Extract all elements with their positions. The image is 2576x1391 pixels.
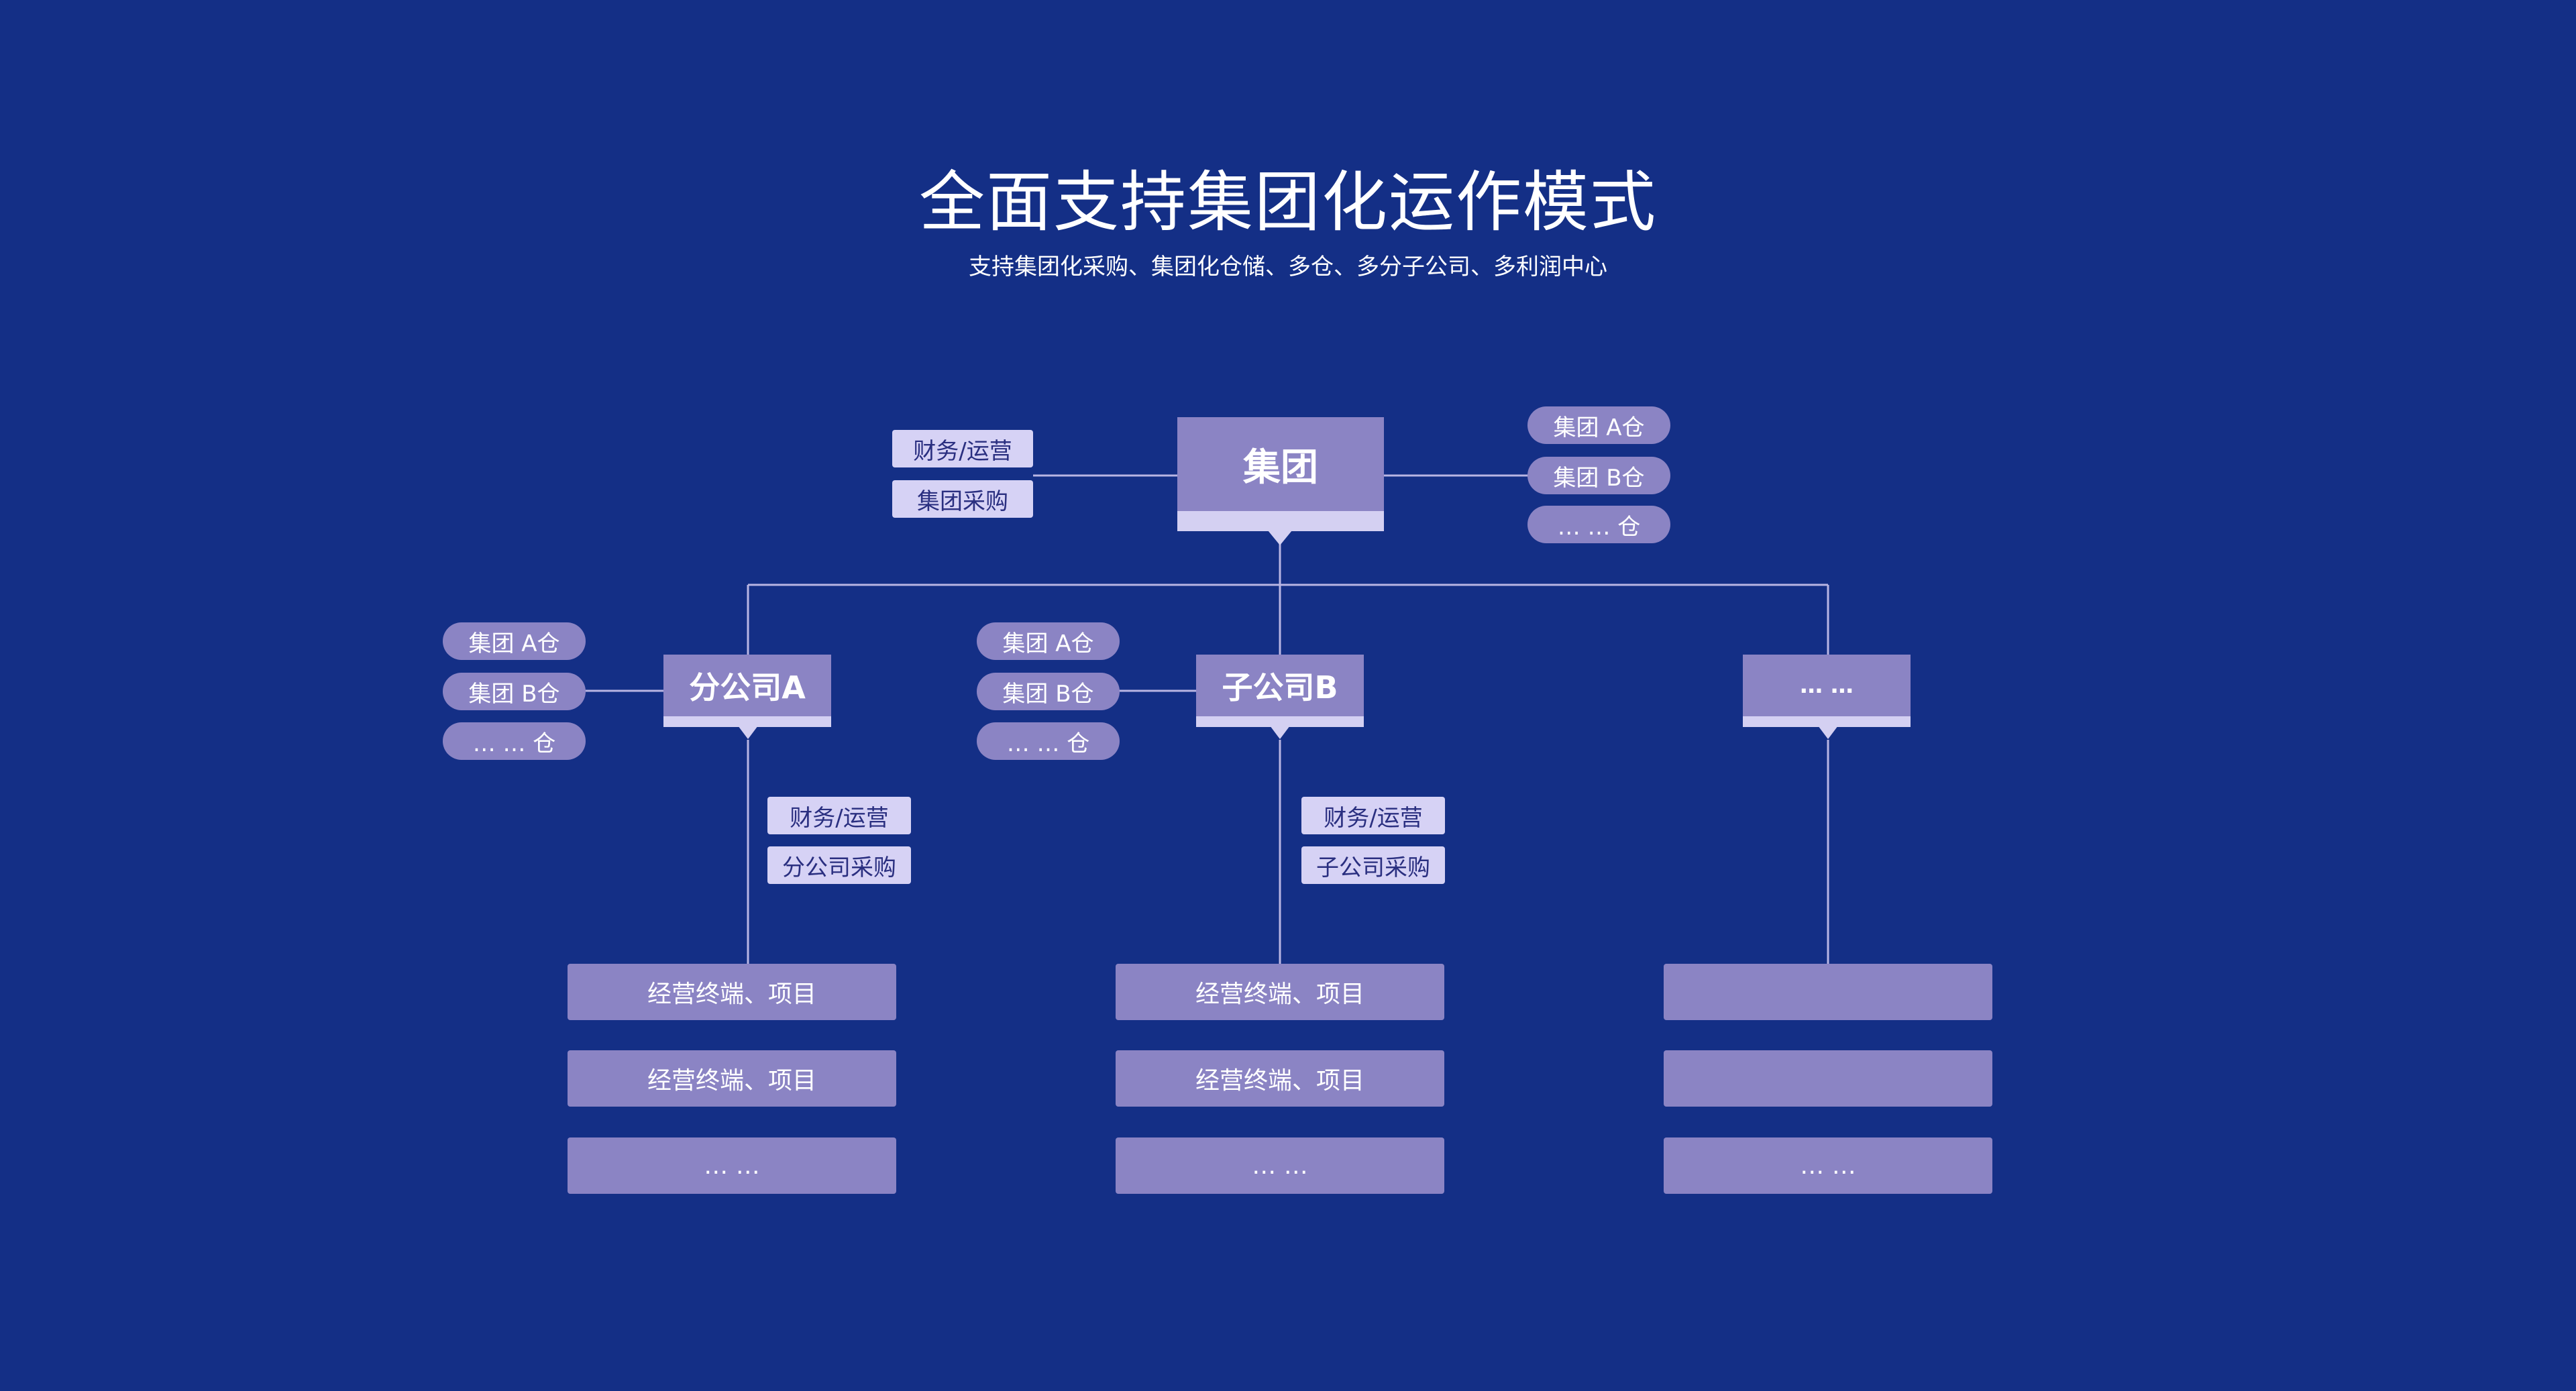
branch-a-terminal-more: … … [568,1137,896,1194]
page-title: 全面支持集团化运作模式 [918,164,1657,241]
more-terminal-1 [1664,964,1992,1020]
sub-b-node-strip [1196,716,1364,727]
more-terminal-more: … … [1664,1137,1992,1194]
branch-a-warehouse-a-pill: 集团 A仓 [443,622,586,660]
branch-a-node-strip [663,716,831,727]
branch-a-warehouse-more-pill: … … 仓 [443,722,586,760]
branch-a-purchase-tag: 分公司采购 [767,846,911,884]
sub-b-purchase-tag: 子公司采购 [1301,846,1445,884]
sub-b-warehouse-more-pill: … … 仓 [977,722,1120,760]
branch-a-pointer [738,726,758,739]
group-node: 集团 [1177,417,1384,511]
group-node-strip [1177,511,1384,531]
sub-b-pointer [1270,726,1290,739]
sub-b-terminal-more: … … [1116,1137,1444,1194]
branch-a-node: 分公司A [663,655,831,716]
sub-b-terminal-1: 经营终端、项目 [1116,964,1444,1020]
sub-b-node: 子公司B [1196,655,1364,716]
branch-a-terminal-1: 经营终端、项目 [568,964,896,1020]
sub-b-warehouse-b-pill: 集团 B仓 [977,673,1120,710]
group-pointer [1268,531,1292,545]
more-node: … … [1743,655,1911,716]
sub-b-finance-tag: 财务/运营 [1301,797,1445,834]
more-node-strip [1743,716,1911,727]
group-warehouse-b-pill: 集团 B仓 [1527,457,1670,494]
branch-a-terminal-2: 经营终端、项目 [568,1050,896,1107]
sub-b-terminal-2: 经营终端、项目 [1116,1050,1444,1107]
branch-a-warehouse-b-pill: 集团 B仓 [443,673,586,710]
group-warehouse-more-pill: … … 仓 [1527,506,1670,543]
more-terminal-2 [1664,1050,1992,1107]
page-subtitle: 支持集团化采购、集团化仓储、多仓、多分子公司、多利润中心 [969,254,1607,280]
more-pointer [1818,726,1838,739]
branch-a-finance-tag: 财务/运营 [767,797,911,834]
group-finance-tag: 财务/运营 [892,430,1033,467]
group-purchase-tag: 集团采购 [892,480,1033,518]
sub-b-warehouse-a-pill: 集团 A仓 [977,622,1120,660]
group-warehouse-a-pill: 集团 A仓 [1527,406,1670,444]
